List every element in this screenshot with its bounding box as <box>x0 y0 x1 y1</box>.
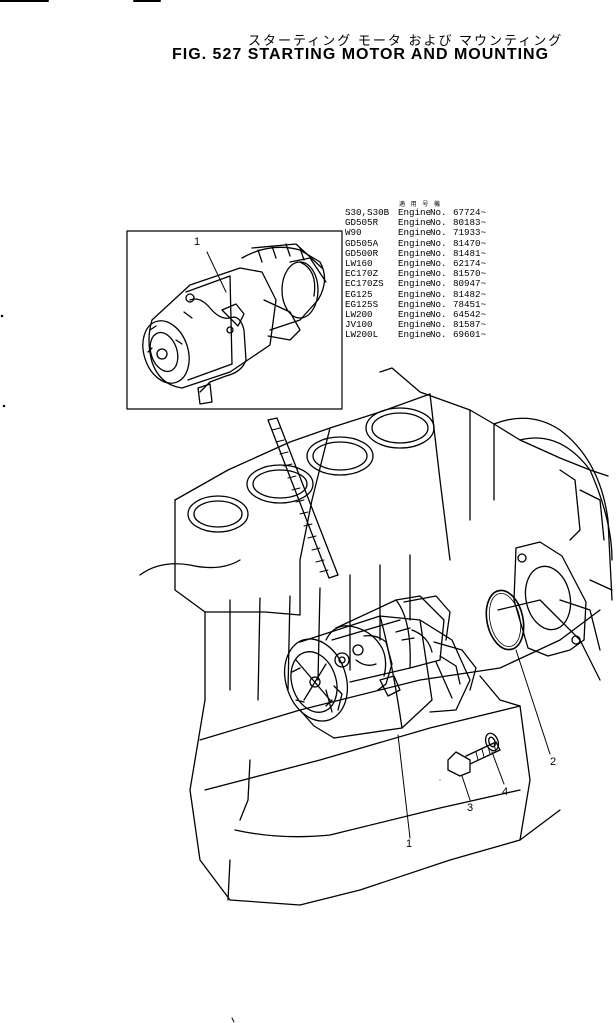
starting-motor <box>284 595 477 739</box>
wiring-harness <box>267 417 339 579</box>
applicability-header: 適 用 号 機 <box>399 202 443 208</box>
callout-inset-1: 1 <box>194 236 201 248</box>
washer <box>484 732 500 752</box>
title-japanese: スターティング モータ および マウンティング <box>248 33 564 48</box>
callout-2: 2 <box>550 756 557 768</box>
figure-title: FIG. 527 STARTING MOTOR AND MOUNTING <box>172 46 550 63</box>
callout-3: 3 <box>467 802 474 814</box>
o-ring <box>485 589 525 651</box>
inset-detail-box <box>126 230 343 410</box>
engine-block <box>139 367 613 906</box>
mounting-flange <box>513 541 587 657</box>
scan-marks-bottom <box>0 314 235 1023</box>
callout-4: 4 <box>502 786 509 798</box>
callout-leaders <box>397 649 551 839</box>
callout-1: 1 <box>406 838 413 850</box>
